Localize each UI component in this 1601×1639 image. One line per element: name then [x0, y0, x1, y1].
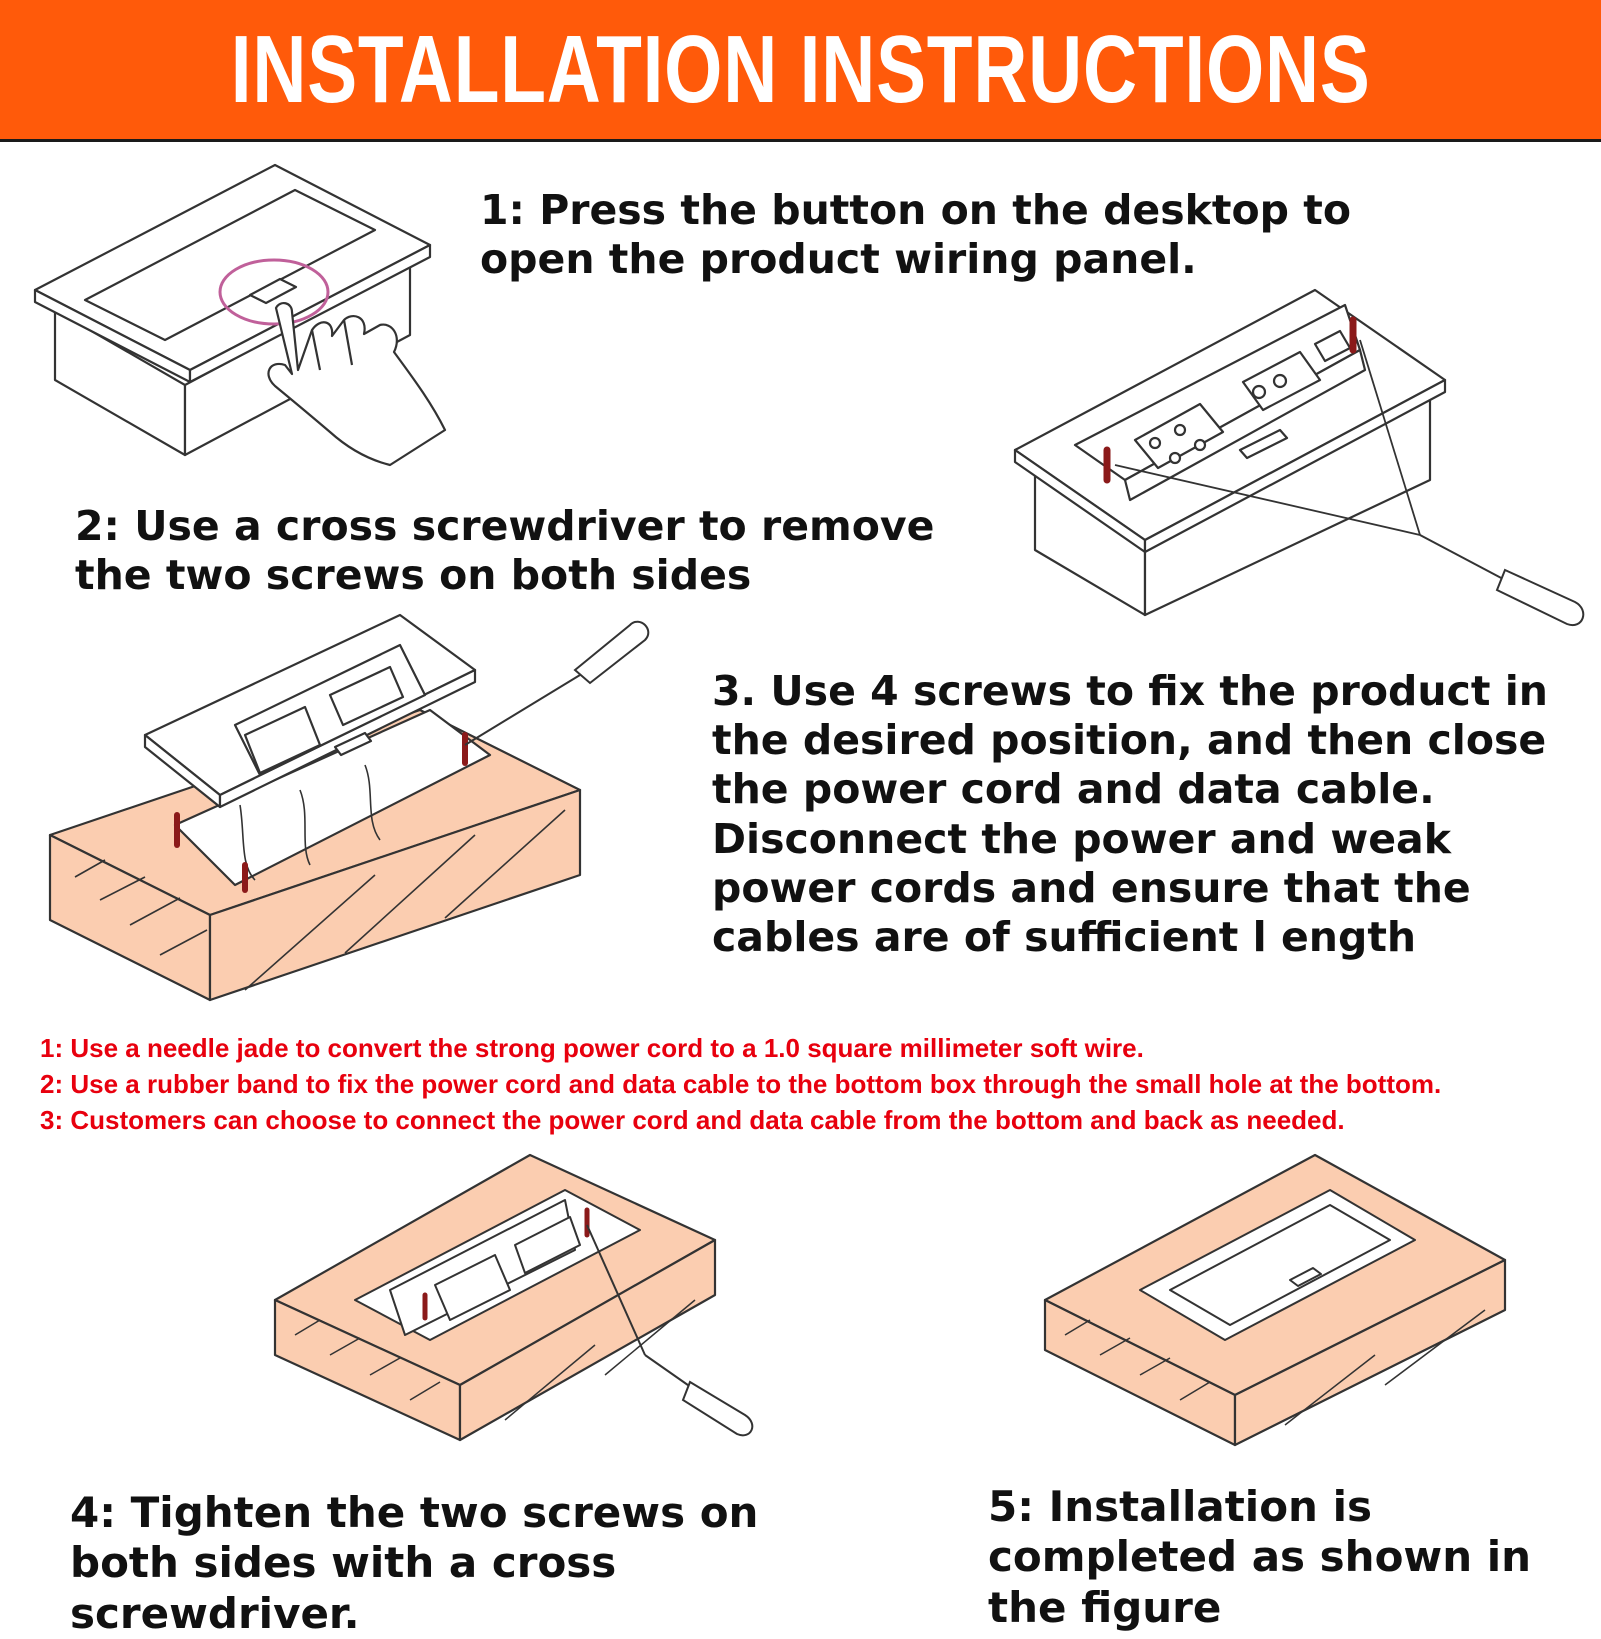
step-1-text: 1: Press the button on the desktop to op… — [480, 186, 1352, 284]
screwdriver-icon — [1419, 534, 1585, 627]
note-item: 3: Customers can choose to connect the p… — [40, 1105, 1345, 1135]
figure-tighten-screws — [273, 1153, 754, 1442]
page-title: INSTALLATION INSTRUCTIONS — [230, 15, 1371, 123]
step-5-text: 5: Installation is completed as shown in… — [988, 1482, 1532, 1632]
figure-fix-product — [48, 613, 650, 1002]
screwdriver-icon — [464, 620, 650, 746]
note-item: 2: Use a rubber band to fix the power co… — [40, 1069, 1442, 1099]
screw-icon — [422, 1207, 590, 1321]
pressing-hand-icon — [267, 302, 447, 467]
screw-icon — [1103, 316, 1357, 484]
figure-press-button — [33, 163, 447, 467]
figure-completed — [1043, 1153, 1507, 1447]
notes-list: 1: Use a needle jade to convert the stro… — [40, 1030, 1441, 1138]
step-3-text: 3. Use 4 screws to fix the product in th… — [712, 667, 1548, 961]
note-item: 1: Use a needle jade to convert the stro… — [40, 1033, 1144, 1063]
screw-icon — [174, 732, 468, 893]
screwdriver-icon — [586, 1224, 754, 1437]
step-4-text: 4: Tighten the two screws on both sides … — [70, 1488, 759, 1638]
figure-remove-screws — [1013, 288, 1585, 627]
step-2-text: 2: Use a cross screwdriver to remove the… — [75, 502, 935, 600]
title-banner: INSTALLATION INSTRUCTIONS — [0, 0, 1601, 142]
